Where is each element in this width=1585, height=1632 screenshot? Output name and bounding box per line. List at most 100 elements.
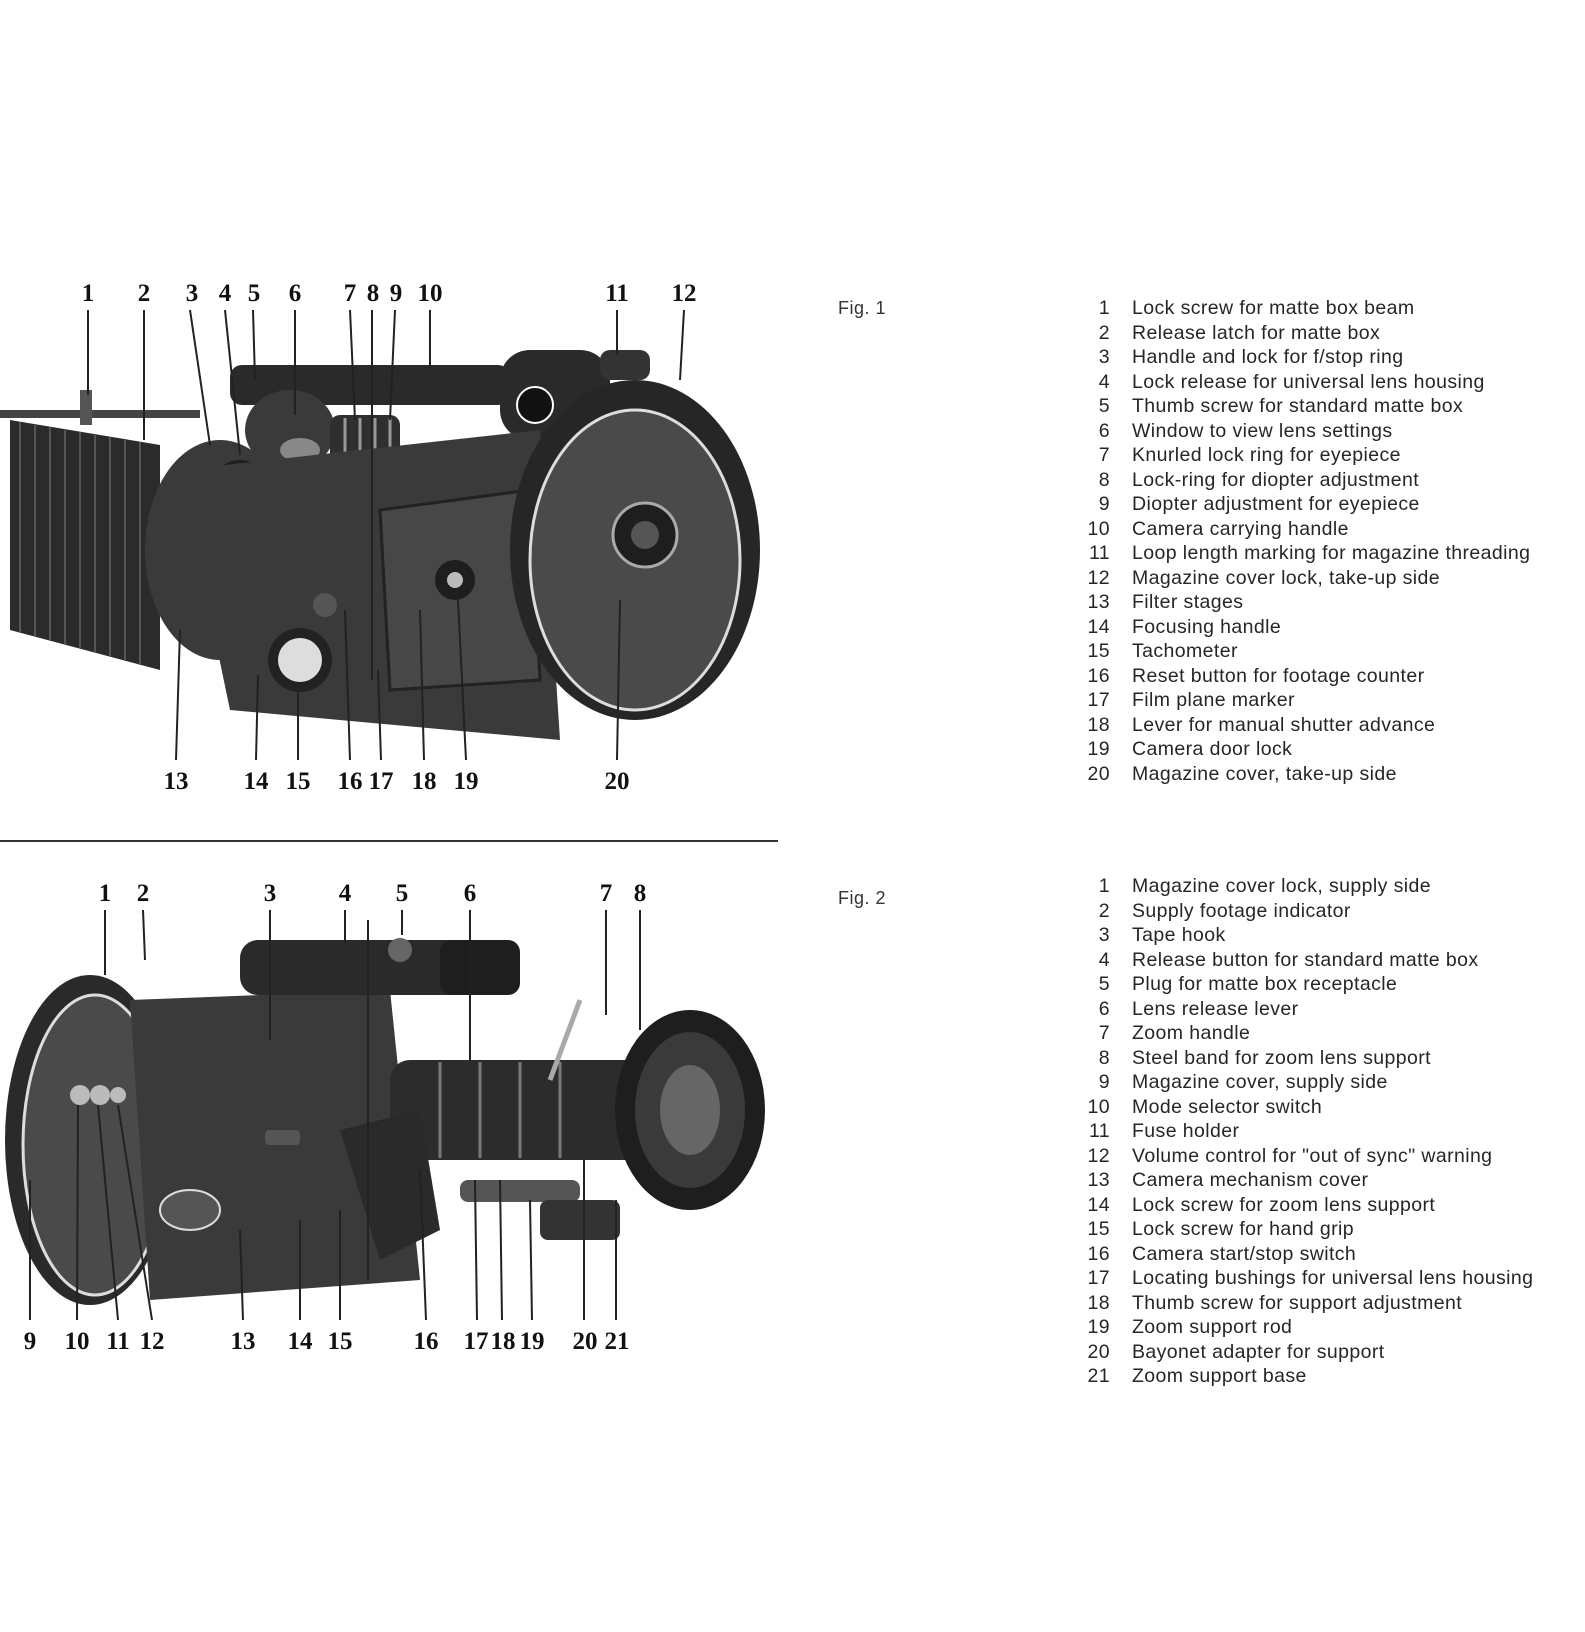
fig1-callout-19: 19 (453, 768, 479, 795)
fig2-callout-19: 19 (519, 1328, 545, 1355)
fig2-callout-1: 1 (98, 880, 112, 907)
fig2-callout-5: 5 (395, 880, 409, 907)
fig2-callout-15: 15 (327, 1328, 353, 1355)
fig1-callout-5: 5 (247, 280, 261, 307)
camera-photo-side-view (0, 309, 760, 761)
fig1-label: Fig. 1 (838, 298, 887, 318)
fig1-callout-6: 6 (288, 280, 302, 307)
fig2-label: Fig. 2 (838, 888, 887, 908)
fig1-callout-7: 7 (343, 280, 357, 307)
fig1-callout-16: 16 (337, 768, 363, 795)
fig2-callout-13: 13 (230, 1328, 256, 1355)
camera-body (180, 386, 560, 740)
fig1-callout-2: 2 (137, 280, 151, 307)
fig1-callout-15: 15 (285, 768, 311, 795)
matte-box-bellows (0, 390, 200, 670)
fig2-callout-20: 20 (572, 1328, 598, 1355)
fig2-callout-7: 7 (599, 880, 613, 907)
camera-body (130, 938, 520, 1300)
fig2-callout-9: 9 (23, 1328, 37, 1355)
fig2-callout-12: 12 (139, 1328, 165, 1355)
fig1-callout-17: 17 (368, 768, 394, 795)
fig1-callout-10: 10 (417, 280, 443, 307)
camera-photo-front-view (5, 909, 765, 1321)
figure-divider (0, 840, 778, 842)
fig1-callout-14: 14 (243, 768, 269, 795)
fig2-callout-21: 21 (604, 1328, 630, 1355)
fig1-callout-9: 9 (389, 280, 403, 307)
hand-grip (340, 1110, 620, 1260)
fig1-callout-18: 18 (411, 768, 437, 795)
fig2-callout-14: 14 (287, 1328, 313, 1355)
fig2-callout-3: 3 (263, 880, 277, 907)
fig1-callout-3: 3 (185, 280, 199, 307)
zoom-lens (390, 999, 765, 1210)
fig2-callout-16: 16 (413, 1328, 439, 1355)
fig1-callout-8: 8 (366, 280, 380, 307)
figure-1: 1 2 3 4 5 6 7 8 9 10 11 12 13 14 15 16 1… (0, 280, 790, 820)
fig2-leader-lines (29, 909, 641, 1321)
fig1-callout-1: 1 (81, 280, 95, 307)
fig1-callout-13: 13 (163, 768, 189, 795)
fig2-callout-18: 18 (490, 1328, 516, 1355)
magazine-take-up (510, 350, 760, 720)
fig1-callout-20: 20 (604, 768, 630, 795)
fig2-callout-10: 10 (64, 1328, 90, 1355)
figure-2: 1 2 3 4 5 6 7 8 9 10 11 12 13 14 15 16 1… (0, 880, 790, 1400)
fig2-callout-2: 2 (136, 880, 150, 907)
fig2-callout-17: 17 (463, 1328, 489, 1355)
fig2-callout-8: 8 (633, 880, 647, 907)
fig1-callout-4: 4 (218, 280, 232, 307)
fig2-callout-6: 6 (463, 880, 477, 907)
fig2-callout-11: 11 (106, 1328, 130, 1355)
magazine-supply (5, 975, 175, 1305)
fig1-leader-lines (87, 309, 685, 761)
fig1-callout-12: 12 (671, 280, 697, 307)
fig2-callout-4: 4 (338, 880, 352, 907)
fig1-callout-11: 11 (605, 280, 629, 307)
